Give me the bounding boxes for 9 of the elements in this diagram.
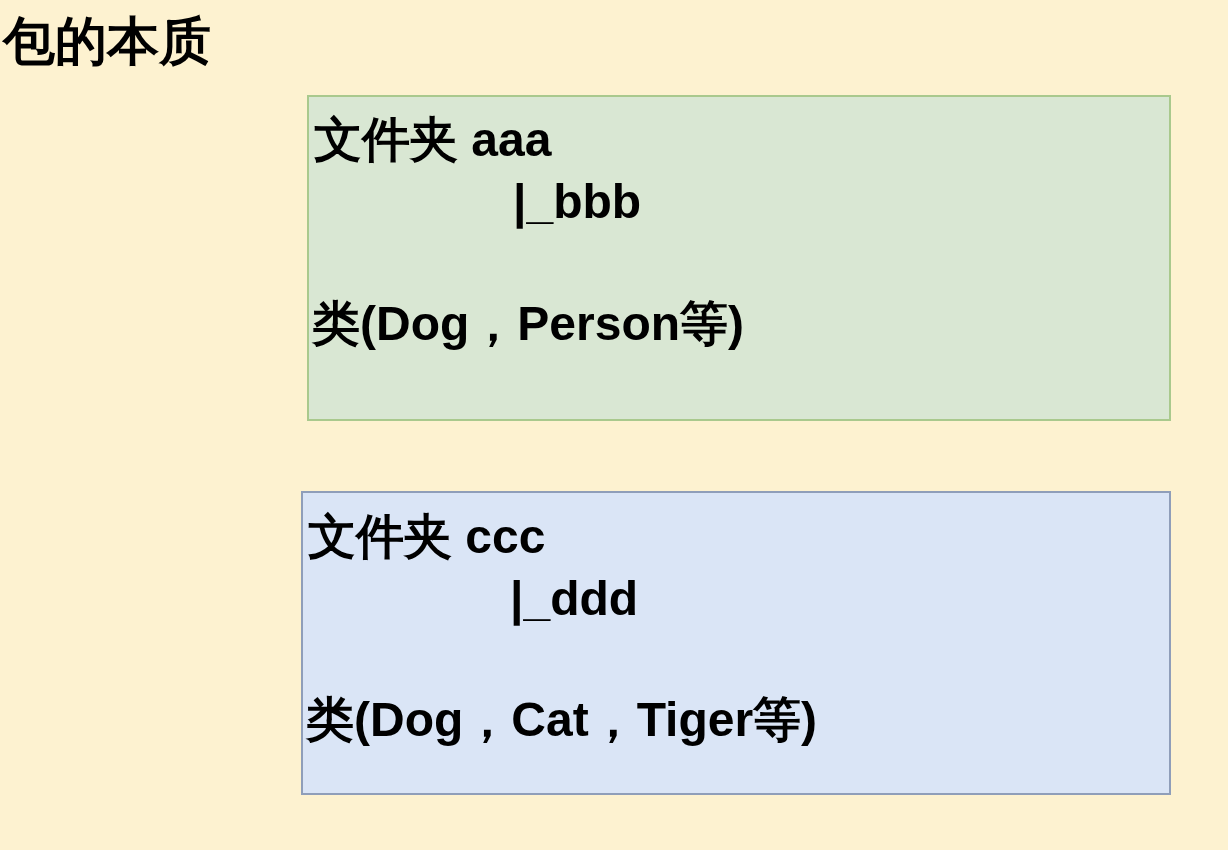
folder-label: 文件夹 aaa (314, 112, 552, 168)
content-box (307, 95, 1171, 421)
class-label: 类(Dog，Person等) (312, 296, 744, 352)
title: 包的本质 (3, 11, 211, 72)
folder-label: 文件夹 ccc (308, 509, 546, 565)
subfolder-label: |_ddd (510, 571, 639, 628)
subfolder-label: |_bbb (513, 174, 642, 231)
content-box (301, 491, 1171, 795)
class-label: 类(Dog，Cat，Tiger等) (306, 692, 818, 748)
